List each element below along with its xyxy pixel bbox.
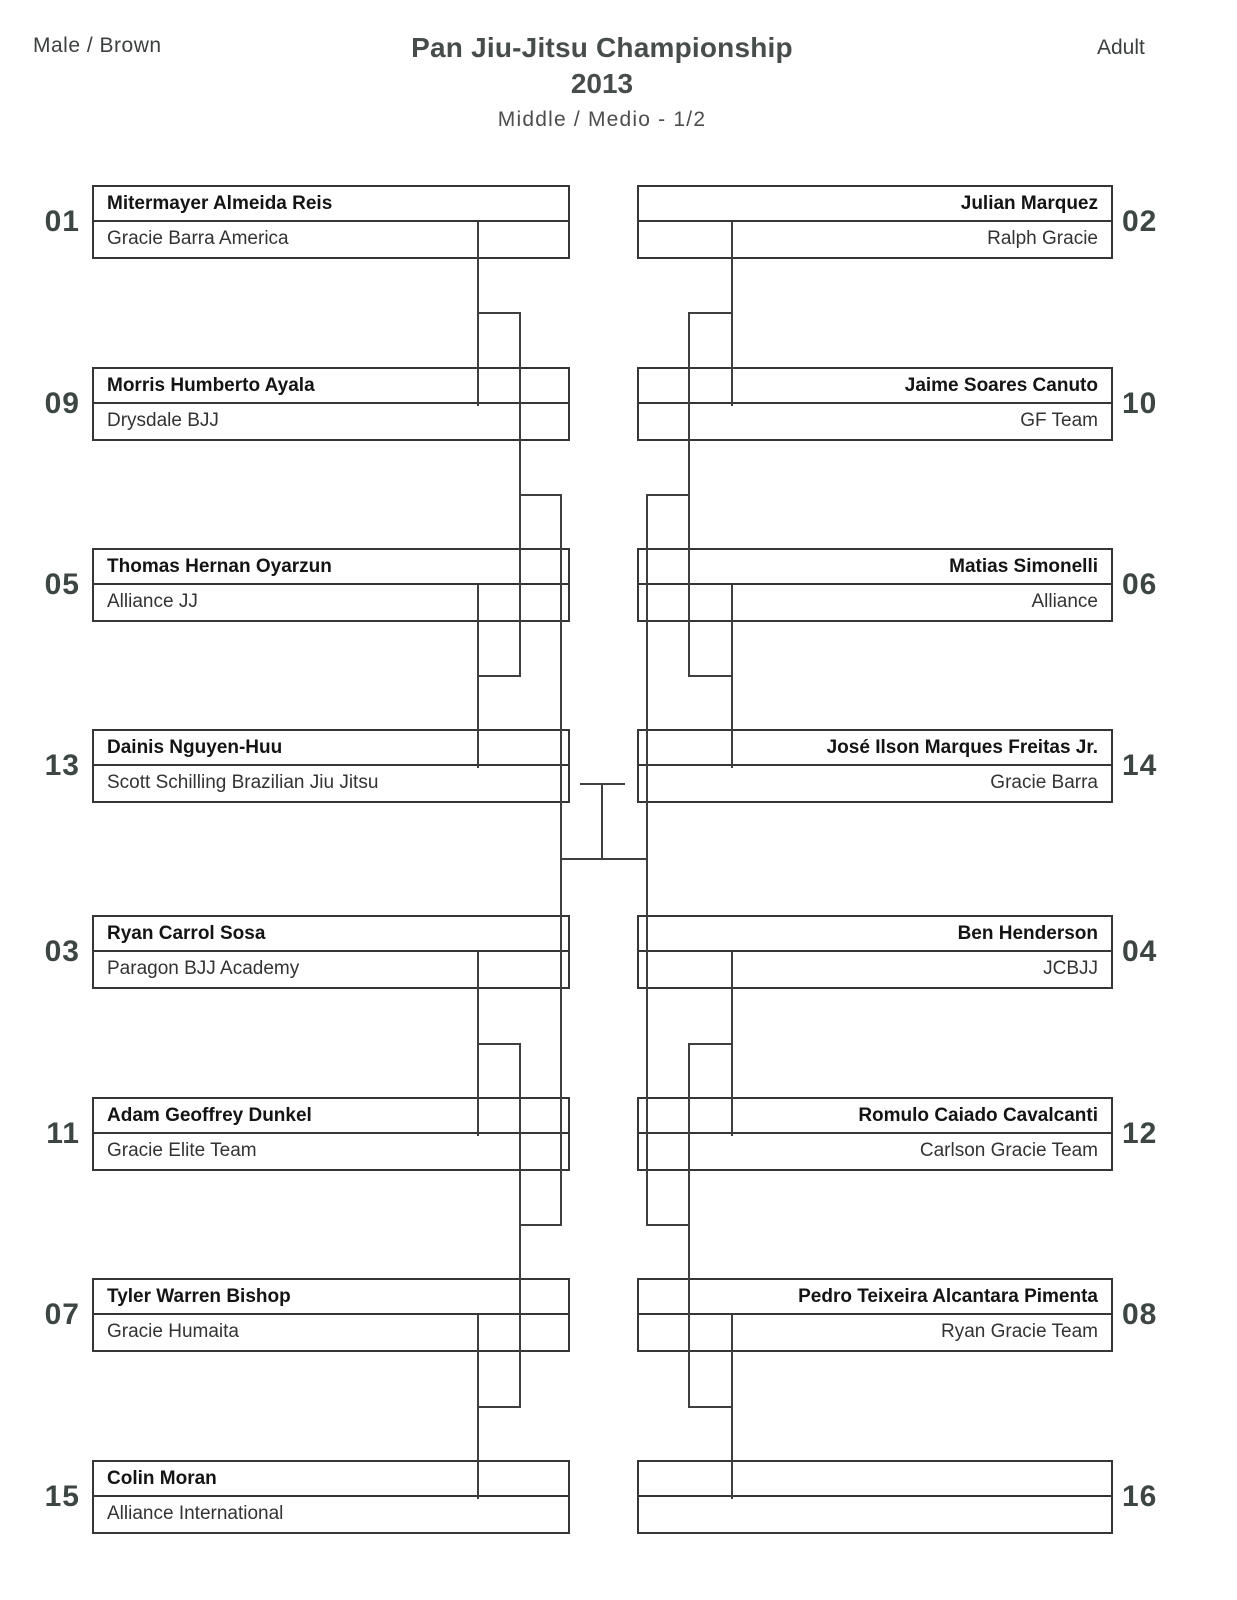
competitor-name: Thomas Hernan Oyarzun xyxy=(94,550,568,585)
team-name: Gracie Humaita xyxy=(107,1320,239,1342)
team-name: Alliance xyxy=(1031,590,1098,612)
competitor-name: Dainis Nguyen-Huu xyxy=(94,731,568,766)
competitor-name: Jaime Soares Canuto xyxy=(639,369,1111,404)
bracket-line-qf-winner-r1 xyxy=(646,494,690,496)
team-name: Ralph Gracie xyxy=(987,227,1098,249)
competitor-box-15: Colin Moran Alliance International xyxy=(92,1460,570,1534)
competitor-name: Ben Henderson xyxy=(639,917,1111,952)
competitor-box-02: Julian Marquez Ralph Gracie xyxy=(637,185,1113,259)
team-name: Alliance International xyxy=(107,1502,284,1524)
bracket-line-match-l1 xyxy=(477,222,479,406)
competitor-box-03: Ryan Carrol Sosa Paragon BJJ Academy xyxy=(92,915,570,989)
competitor-box-09: Morris Humberto Ayala Drysdale BJJ xyxy=(92,367,570,441)
team-name: GF Team xyxy=(1020,409,1098,431)
competitor-box-04: Ben Henderson JCBJJ xyxy=(637,915,1113,989)
competitor-box-14: José Ilson Marques Freitas Jr. Gracie Ba… xyxy=(637,729,1113,803)
bracket-line-sf-right xyxy=(646,494,648,1226)
seed-label-09: 09 xyxy=(44,387,80,420)
category-gender-belt: Male / Brown xyxy=(33,34,162,57)
seed-label-10: 10 xyxy=(1122,387,1158,420)
team-name: Carlson Gracie Team xyxy=(919,1139,1098,1161)
seed-label-06: 06 xyxy=(1122,568,1158,601)
competitor-box-01: Mitermayer Almeida Reis Gracie Barra Ame… xyxy=(92,185,570,259)
seed-label-04: 04 xyxy=(1122,935,1158,968)
competitor-name: Pedro Teixeira Alcantara Pimenta xyxy=(639,1280,1111,1315)
bracket-line-winner-l3 xyxy=(477,1043,521,1045)
bracket-line-winner-l4 xyxy=(477,1406,521,1408)
competitor-name: Matias Simonelli xyxy=(639,550,1111,585)
seed-label-12: 12 xyxy=(1122,1117,1158,1150)
bracket-line-winner-l2 xyxy=(477,675,521,677)
seed-label-07: 07 xyxy=(44,1298,80,1331)
bracket-line-champion-bar xyxy=(580,783,625,785)
competitor-name: Adam Geoffrey Dunkel xyxy=(94,1099,568,1134)
bracket-line-winner-r3 xyxy=(688,1043,733,1045)
competitor-box-08: Pedro Teixeira Alcantara Pimenta Ryan Gr… xyxy=(637,1278,1113,1352)
bracket-line-champion-stem xyxy=(601,783,603,860)
competitor-box-05: Thomas Hernan Oyarzun Alliance JJ xyxy=(92,548,570,622)
seed-label-08: 08 xyxy=(1122,1298,1158,1331)
team-name: JCBJJ xyxy=(1043,957,1098,979)
team-name: Gracie Elite Team xyxy=(107,1139,257,1161)
competitor-box-07: Tyler Warren Bishop Gracie Humaita xyxy=(92,1278,570,1352)
team-name: Gracie Barra xyxy=(990,771,1098,793)
competitor-box-16-empty xyxy=(637,1460,1113,1534)
competitor-name: Colin Moran xyxy=(94,1462,568,1497)
seed-label-15: 15 xyxy=(44,1480,80,1513)
page-title-year: 2013 xyxy=(570,68,634,99)
competitor-box-13: Dainis Nguyen-Huu Scott Schilling Brazil… xyxy=(92,729,570,803)
team-name xyxy=(639,1497,1111,1530)
bracket-line-sf-left xyxy=(560,494,562,1226)
bracket-line-qf-winner-l2 xyxy=(519,1224,562,1226)
competitor-name: Ryan Carrol Sosa xyxy=(94,917,568,952)
team-name: Paragon BJJ Academy xyxy=(107,957,300,979)
seed-label-02: 02 xyxy=(1122,205,1158,238)
bracket-line-qf-winner-r2 xyxy=(646,1224,690,1226)
team-name: Alliance JJ xyxy=(107,590,198,612)
category-age: Adult xyxy=(1097,36,1145,59)
competitor-name: José Ilson Marques Freitas Jr. xyxy=(639,731,1111,766)
competitor-name: Tyler Warren Bishop xyxy=(94,1280,568,1315)
competitor-name: Mitermayer Almeida Reis xyxy=(94,187,568,222)
team-name: Gracie Barra America xyxy=(107,227,289,249)
seed-label-05: 05 xyxy=(44,568,80,601)
competitor-name: Morris Humberto Ayala xyxy=(94,369,568,404)
bracket-line-winner-r2 xyxy=(688,675,733,677)
team-name: Drysdale BJJ xyxy=(107,409,219,431)
competitor-name: Julian Marquez xyxy=(639,187,1111,222)
seed-label-14: 14 xyxy=(1122,749,1158,782)
seed-label-03: 03 xyxy=(44,935,80,968)
team-name: Ryan Gracie Team xyxy=(941,1320,1098,1342)
page-title: Pan Jiu-Jitsu Championship xyxy=(411,32,793,63)
competitor-box-06: Matias Simonelli Alliance xyxy=(637,548,1113,622)
bracket-line-winner-r1 xyxy=(688,312,733,314)
bracket-line-winner-r4 xyxy=(688,1406,733,1408)
seed-label-01: 01 xyxy=(44,205,80,238)
bracket-line-winner-l1 xyxy=(477,312,521,314)
competitor-box-10: Jaime Soares Canuto GF Team xyxy=(637,367,1113,441)
division-subtitle: Middle / Medio - 1/2 xyxy=(497,108,707,131)
competitor-name xyxy=(639,1462,1111,1497)
competitor-name: Romulo Caiado Cavalcanti xyxy=(639,1099,1111,1134)
bracket-line-final xyxy=(560,858,648,860)
seed-label-13: 13 xyxy=(44,749,80,782)
bracket-line-qf-winner-l1 xyxy=(519,494,562,496)
competitor-box-12: Romulo Caiado Cavalcanti Carlson Gracie … xyxy=(637,1097,1113,1171)
team-name: Scott Schilling Brazilian Jiu Jitsu xyxy=(107,771,379,793)
seed-label-16: 16 xyxy=(1122,1480,1158,1513)
seed-label-11: 11 xyxy=(46,1117,80,1150)
competitor-box-11: Adam Geoffrey Dunkel Gracie Elite Team xyxy=(92,1097,570,1171)
bracket-line-match-r1 xyxy=(731,222,733,406)
